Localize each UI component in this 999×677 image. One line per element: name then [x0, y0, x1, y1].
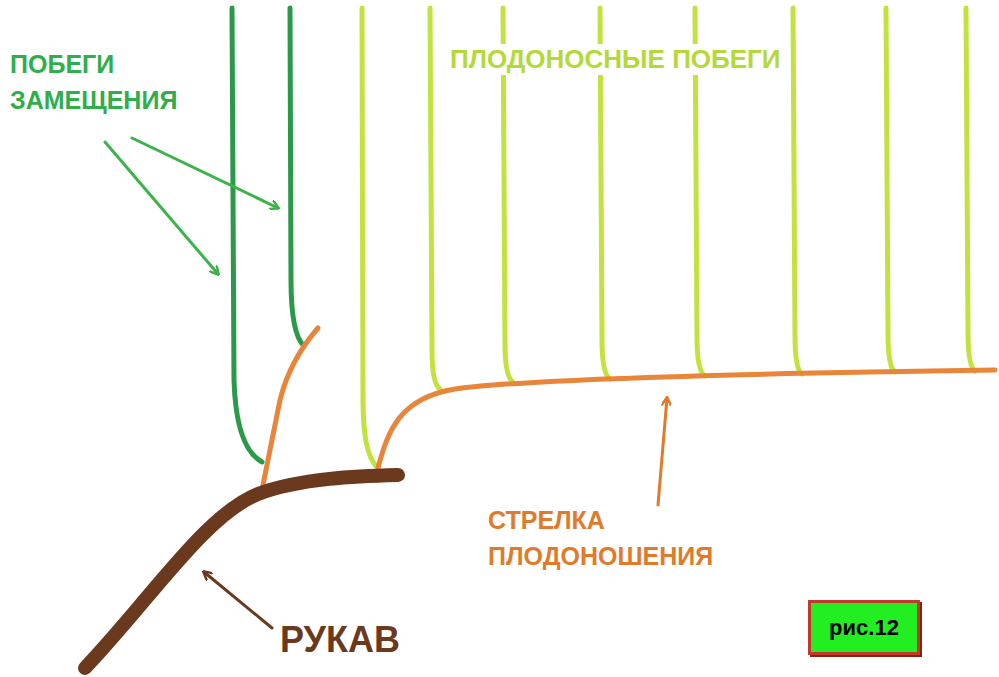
figure-number: рис.12: [829, 615, 899, 641]
replacement-shoots: [232, 8, 304, 462]
arm-label: РУКАВ: [280, 614, 400, 666]
fruiting-shoots: [362, 8, 975, 466]
cane-label: СТРЕЛКА ПЛОДОНОШЕНИЯ: [488, 502, 788, 575]
figure-badge: рис.12: [808, 600, 920, 655]
fruiting-cane: [262, 328, 995, 490]
shoot-label: ПОБЕГИ ЗАМЕЩЕНИЯ: [10, 46, 210, 119]
shoot-label: ПЛОДОНОСНЫЕ ПОБЕГИ: [446, 44, 785, 75]
